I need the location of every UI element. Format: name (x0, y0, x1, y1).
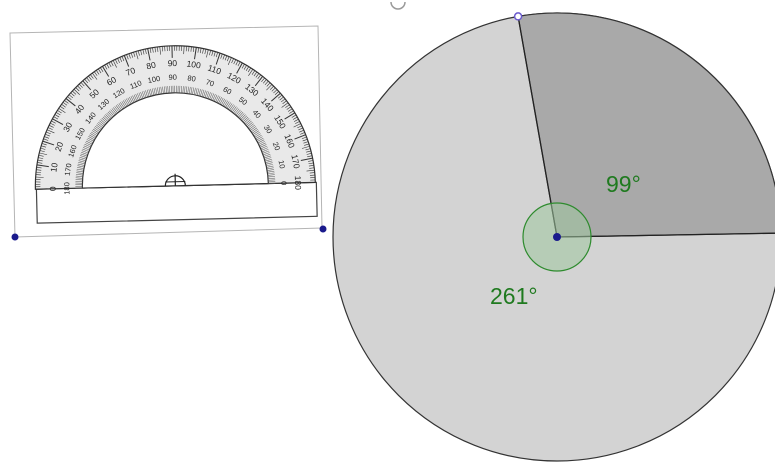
protractor-degree-label: 100 (186, 58, 202, 70)
protractor-degree-label: 0 (279, 181, 288, 185)
protractor-degree-label: 180 (62, 182, 71, 195)
protractor-degree-label: 180 (293, 176, 303, 191)
rotate-handle-icon[interactable] (391, 2, 405, 9)
protractor-corner-point[interactable] (320, 226, 327, 233)
center-point[interactable] (553, 233, 561, 241)
circle-diagram: 99° 261° (333, 13, 775, 461)
protractor-degree-label: 10 (48, 162, 59, 173)
protractor-degree-label: 0 (48, 186, 58, 191)
protractor-degree-label: 10 (277, 159, 287, 169)
protractor-degree-label: 90 (168, 73, 177, 82)
protractor-degree-label: 170 (63, 163, 74, 177)
protractor-degree-label: 80 (187, 73, 197, 83)
protractor-degree-label: 90 (168, 58, 178, 68)
minor-angle-label: 99° (606, 171, 641, 197)
radius-endpoint[interactable] (515, 13, 522, 20)
major-angle-label: 261° (490, 283, 538, 309)
protractor-corner-point[interactable] (12, 234, 19, 241)
